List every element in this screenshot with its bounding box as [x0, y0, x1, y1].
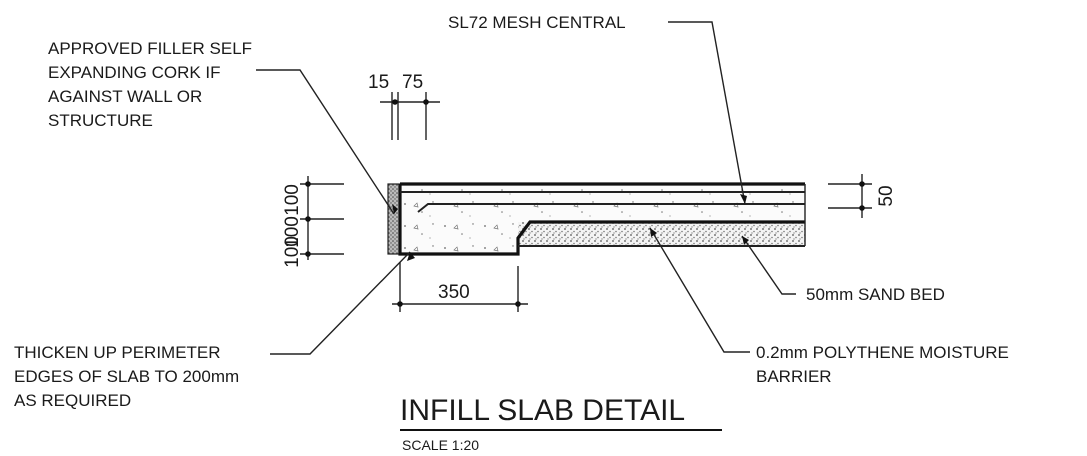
dim-100-b: 100 [282, 216, 303, 248]
label-thicken-1: THICKEN UP PERIMETER [14, 343, 221, 362]
drawing-title: INFILL SLAB DETAIL [400, 394, 685, 427]
dim-75: 75 [402, 72, 423, 93]
sand-bed [518, 222, 805, 246]
thicken-leader [270, 251, 411, 355]
left-dimensions: 100 100 100 [282, 176, 344, 268]
dim-100-a: 100 [282, 184, 303, 216]
label-mesh: SL72 MESH CENTRAL [448, 13, 626, 32]
slab-section [387, 182, 806, 256]
label-thicken-3: AS REQUIRED [14, 391, 131, 410]
label-filler-2: EXPANDING CORK IF [48, 63, 221, 82]
label-thicken-2: EDGES OF SLAB TO 200mm [14, 367, 239, 386]
label-polythene-2: BARRIER [756, 367, 832, 386]
drawing-scale: SCALE 1:20 [402, 437, 479, 453]
dim-50: 50 [876, 185, 897, 206]
label-polythene-1: 0.2mm POLYTHENE MOISTURE [756, 343, 1009, 362]
label-sand: 50mm SAND BED [806, 285, 945, 304]
leader-lines [256, 21, 796, 355]
mesh-line [417, 203, 805, 213]
mesh-leader [668, 21, 746, 205]
dim-350: 350 [438, 282, 470, 303]
right-dimension: 50 [828, 174, 897, 218]
dim-100-c: 100 [282, 236, 303, 268]
label-filler-1: APPROVED FILLER SELF [48, 39, 252, 58]
cork-filler [387, 183, 401, 255]
label-filler-3: AGAINST WALL OR [48, 87, 202, 106]
concrete-fill [400, 184, 805, 254]
label-filler-4: STRUCTURE [48, 111, 153, 130]
top-dimensions: 15 75 [368, 72, 440, 140]
sand-leader [741, 235, 796, 295]
bottom-dimension: 350 [392, 262, 528, 312]
dim-15: 15 [368, 72, 389, 93]
filler-leader [256, 69, 395, 215]
polythene-leader [649, 227, 750, 353]
